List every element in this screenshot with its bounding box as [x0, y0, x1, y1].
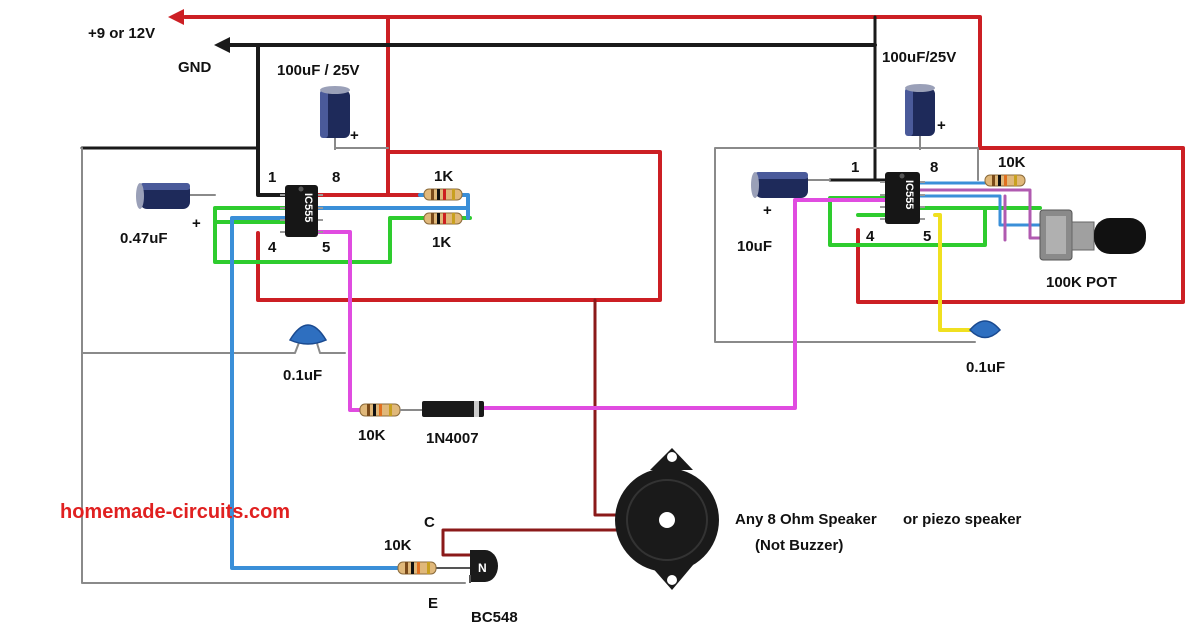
base-resistor-label: 10K [384, 537, 412, 554]
right-top-electrolytic-capacitor [905, 84, 935, 150]
right-res-label: 10K [998, 154, 1026, 171]
right-timing-electrolytic-capacitor [751, 172, 808, 198]
left-pin5-label: 5 [322, 239, 330, 256]
right-pin5-label: 5 [923, 228, 931, 245]
diode-1n4007 [422, 401, 484, 417]
left-ceramic-capacitor [288, 324, 328, 354]
speaker-note: (Not Buzzer) [755, 537, 843, 554]
right-timing-cap-label: 10uF [737, 238, 772, 255]
right-pot-label: 100K POT [1046, 274, 1117, 291]
wire-blue-right [918, 181, 1042, 227]
right-timing-cap-polarity: + [763, 202, 772, 219]
emitter-label: E [428, 595, 438, 612]
base-resistor-10k [397, 561, 437, 575]
potentiometer-100k [1039, 209, 1146, 261]
left-resistor-1k-top [423, 188, 463, 201]
wire-left-output [593, 298, 622, 517]
right-ic-notch-icon [899, 173, 905, 179]
transistor-marking: N [478, 561, 487, 575]
right-ceramic-cap-label: 0.1uF [966, 359, 1005, 376]
left-timing-electrolytic-capacitor [136, 183, 190, 209]
right-resistor-10k [984, 174, 1026, 187]
left-ceramic-cap-label: 0.1uF [283, 367, 322, 384]
collector-label: C [424, 514, 435, 531]
left-ic-notch-icon [298, 186, 304, 192]
left-ic-label: IC555 [302, 193, 314, 222]
left-timing-cap-label: 0.47uF [120, 230, 168, 247]
wire-ground-right-drop [856, 15, 887, 182]
speaker [615, 448, 719, 590]
left-pin8-label: 8 [332, 169, 340, 186]
left-timing-cap-polarity: + [192, 215, 201, 232]
transistor-label: BC548 [471, 609, 518, 626]
wire-blue-left-to-base [230, 216, 402, 570]
diode-label: 1N4007 [426, 430, 479, 447]
left-ic555: IC555 [280, 185, 323, 237]
wire-green-right-timing [828, 196, 1042, 247]
wire-magenta-left [316, 230, 362, 412]
supply-arrows [168, 9, 230, 53]
right-pin4-label: 4 [866, 228, 875, 245]
wire-magenta-right-pot [918, 188, 1042, 242]
wire-left-reset-loop [256, 150, 662, 302]
right-pin8-label: 8 [930, 159, 938, 176]
left-resistor-1k-bottom [423, 212, 463, 225]
modulation-resistor-10k [359, 403, 422, 417]
right-ic-body [885, 172, 920, 224]
right-ic555: IC555 [880, 172, 925, 224]
ground-arrow-icon [214, 37, 230, 53]
left-res-top-label: 1K [434, 168, 453, 185]
wire-collector [441, 528, 622, 557]
wire-yellow-control [933, 213, 972, 332]
positive-arrow-icon [168, 9, 184, 25]
ground-label: GND [178, 59, 212, 76]
watermark: homemade-circuits.com [60, 501, 290, 523]
right-pin1-label: 1 [851, 159, 859, 176]
left-pin1-label: 1 [268, 169, 276, 186]
right-top-cap-label: 100uF/25V [882, 49, 956, 66]
left-top-cap-label: 100uF / 25V [277, 62, 360, 79]
wire-gray-right-loop [714, 147, 979, 343]
wire-magenta-right [483, 198, 887, 410]
left-res-bottom-label: 1K [432, 234, 451, 251]
transistor-bc548 [469, 550, 498, 583]
right-ic-label: IC555 [903, 180, 915, 209]
left-ic-body [285, 185, 318, 237]
wire-green-left-timing [213, 206, 472, 264]
right-top-cap-polarity: + [937, 117, 946, 134]
wires [80, 15, 1185, 584]
wire-ground-left-drop [256, 43, 287, 197]
modulation-resistor-label: 10K [358, 427, 386, 444]
speaker-label: Any 8 Ohm Speaker [735, 511, 877, 528]
left-pin4-label: 4 [268, 239, 277, 256]
right-ceramic-capacitor [968, 320, 1002, 339]
positive-supply-label: +9 or 12V [88, 25, 155, 42]
speaker-alt-label: or piezo speaker [903, 511, 1022, 528]
left-top-cap-polarity: + [350, 127, 359, 144]
left-top-electrolytic-capacitor [320, 86, 350, 150]
wire-gray-ground-return [81, 147, 466, 584]
wire-positive-supply [183, 15, 1185, 304]
